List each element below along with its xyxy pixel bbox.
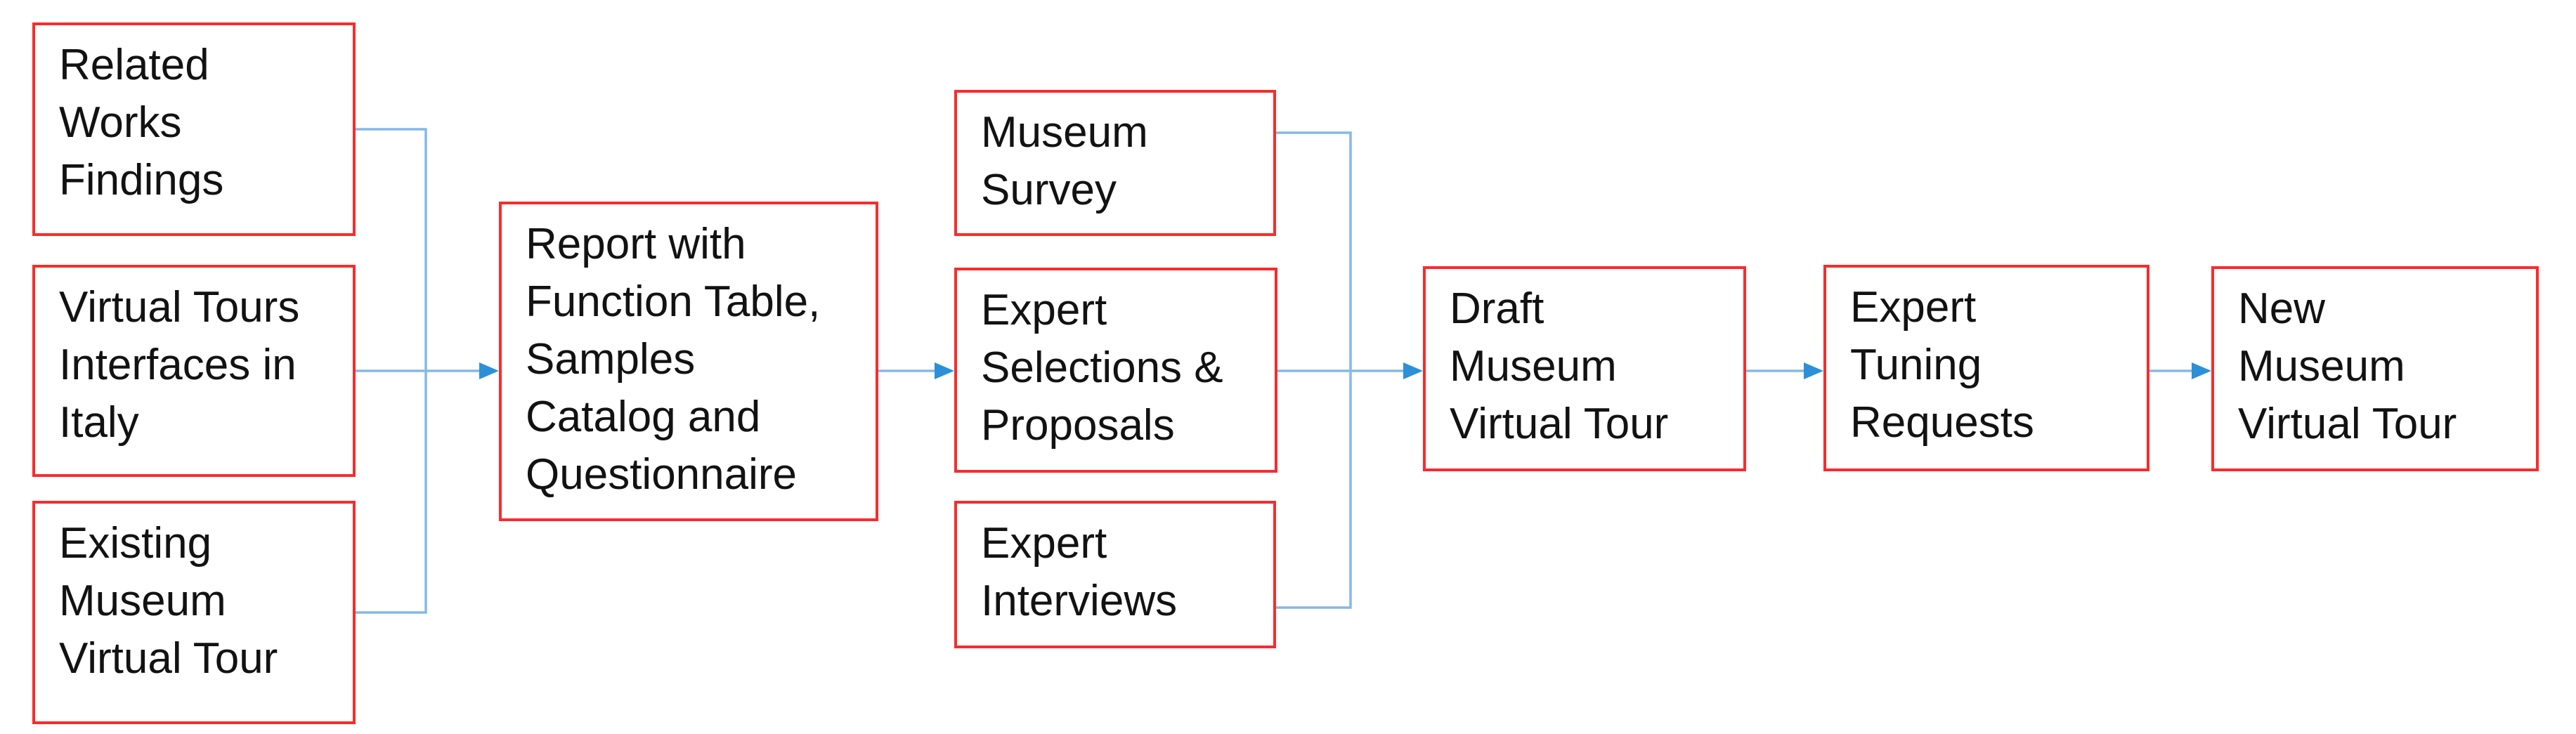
node-label-line: Questionnaire [526,450,798,499]
node-label-line: Findings [59,156,224,204]
node-label-line: Virtual Tours [59,283,300,332]
node-label-line: Catalog and [526,393,761,441]
node-label-line: Requests [1850,398,2034,447]
node-label-line: Museum [2238,342,2405,391]
node-label-line: Draft [1450,284,1544,333]
node-label-line: Museum [59,577,226,625]
node-label-line: Virtual Tour [59,634,278,683]
connector-survey-to-bus [1276,131,1352,371]
node-label-line: Samples [526,335,696,384]
connector-existing-to-bus [356,371,427,614]
connector-related-to-bus [356,128,427,371]
node-label-line: New [2238,284,2326,333]
node-label-line: Works [59,98,182,147]
node-label-line: Italy [59,398,139,447]
arrowhead-icon [1804,362,1823,379]
node-label-line: Report with [526,220,746,268]
node-label-line: Function Table, [526,277,821,326]
node-label-line: Interfaces in [59,341,297,389]
arrowhead-icon [2192,362,2211,379]
node-label-line: Selections & [981,343,1223,392]
node-label-line: Expert [1850,283,1977,332]
node-label-line: Interviews [981,577,1178,625]
node-label-line: Existing [59,519,212,568]
node-label-line: Tuning [1850,341,1982,389]
node-label-line: Related [59,41,209,89]
arrowhead-icon [935,362,954,379]
node-label-line: Museum [981,108,1148,157]
node-label-line: Expert [981,286,1107,334]
node-label-line: Proposals [981,401,1175,450]
node-label-line: Expert [981,519,1107,568]
connector-interviews-to-bus [1276,371,1352,609]
node-label-line: Museum [1450,342,1617,391]
arrowhead-icon [1403,362,1423,379]
arrowhead-icon [479,362,499,379]
node-label-line: Virtual Tour [2238,400,2457,448]
node-label-line: Survey [981,166,1117,214]
node-label-line: Virtual Tour [1450,400,1669,448]
